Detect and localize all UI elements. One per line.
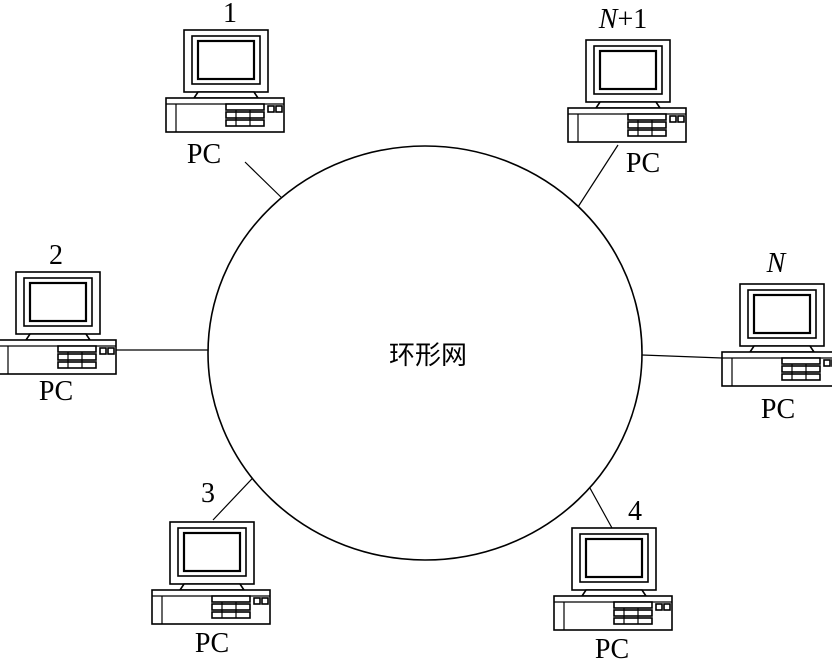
node-label: PC [187,139,221,170]
ring-network [207,145,643,561]
pc-node-n-plus-1: N+1 PC [566,4,688,179]
pc-node-4: 4 PC [552,496,674,662]
link-node-n1 [575,144,619,211]
pc-node-n: N PC [720,248,832,425]
node-number: 3 [201,478,215,509]
ring-label: 环形网 [389,341,467,371]
node-label: PC [626,148,660,179]
node-label: PC [761,394,795,425]
pc-node-1: 1 PC [164,0,286,170]
link-node-n [641,354,723,359]
node-label: PC [595,634,629,662]
node-number-variable: N [598,4,619,35]
link-node-1 [244,161,287,203]
computer-icon [0,270,118,376]
node-number-offset: +1 [617,4,647,35]
computer-icon [164,28,286,134]
computer-icon [720,282,832,388]
computer-icon [566,38,688,144]
node-number: 4 [628,496,642,527]
node-label: PC [39,376,73,407]
pc-node-3: 3 PC [150,478,272,659]
computer-icon [552,526,674,632]
computer-icon [150,520,272,626]
pc-node-2: 2 PC [0,240,118,407]
node-number: N+1 [598,4,647,35]
node-number: 1 [223,0,237,29]
node-number: 2 [49,240,63,271]
node-label: PC [195,628,229,659]
node-number: N [766,248,787,279]
